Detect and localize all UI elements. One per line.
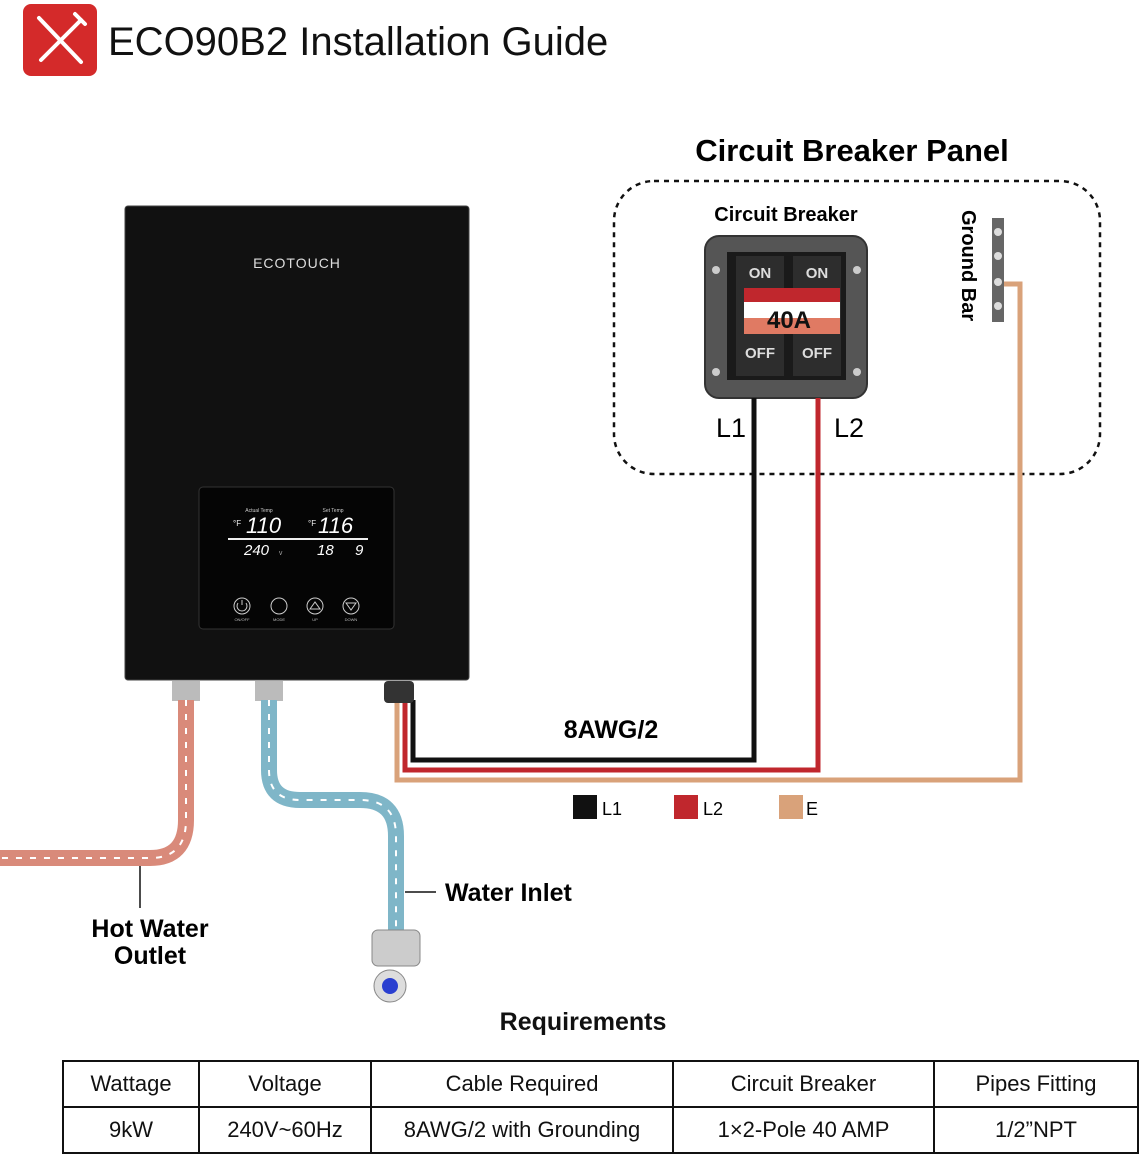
- cold-water-pipe: [261, 700, 404, 930]
- legend-e-swatch: [779, 795, 803, 819]
- brand-logo: ECOTOUCH: [253, 255, 341, 271]
- panel-outline: [612, 179, 1102, 476]
- svg-text:18: 18: [317, 542, 334, 559]
- hot-outlet-label-2: Outlet: [114, 942, 187, 970]
- value-cell: 1/2”NPT: [933, 1106, 1139, 1154]
- legend: L1 L2 E: [573, 795, 818, 819]
- svg-text:ON: ON: [749, 265, 772, 282]
- svg-text:9: 9: [355, 542, 364, 559]
- circuit-breaker: ON ON 40A OFF OFF: [704, 235, 868, 399]
- svg-text:V: V: [279, 551, 283, 557]
- breaker-label: Circuit Breaker: [714, 204, 858, 226]
- value-cell: 9kW: [62, 1106, 200, 1154]
- l2-label: L2: [834, 413, 864, 443]
- up-arrow-icon: [306, 597, 324, 615]
- page-title: ECO90B2 Installation Guide: [108, 20, 609, 64]
- svg-text:Actual Temp: Actual Temp: [245, 508, 273, 514]
- svg-text:ON: ON: [806, 265, 829, 282]
- wires: [394, 281, 1023, 783]
- svg-text:MODE: MODE: [273, 617, 285, 622]
- svg-text:DOWN: DOWN: [345, 617, 358, 622]
- value-cell: 8AWG/2 with Grounding: [370, 1106, 674, 1154]
- svg-text:°F: °F: [308, 519, 316, 528]
- header-cell: Circuit Breaker: [672, 1060, 935, 1108]
- hot-outlet-label: Hot Water: [91, 915, 208, 943]
- ground-bar-label: Ground Bar: [957, 210, 979, 321]
- svg-text:OFF: OFF: [745, 345, 775, 362]
- water-inlet-label: Water Inlet: [445, 879, 573, 907]
- header-cell: Cable Required: [370, 1060, 674, 1108]
- l1-label: L1: [716, 413, 746, 443]
- value-cell: 240V~60Hz: [198, 1106, 372, 1154]
- legend-l1-swatch: [573, 795, 597, 819]
- svg-text:UP: UP: [312, 617, 318, 622]
- set-temp: 116: [318, 513, 354, 538]
- svg-text:°F: °F: [233, 519, 241, 528]
- svg-text:OFF: OFF: [802, 345, 832, 362]
- tools-icon: [23, 4, 97, 76]
- down-arrow-icon: [342, 597, 360, 615]
- fahrenheit-celsius-icon: [270, 597, 288, 615]
- panel-title: Circuit Breaker Panel: [695, 133, 1009, 168]
- header-cell: Wattage: [62, 1060, 200, 1108]
- power-icon: [233, 597, 251, 615]
- svg-text:L1: L1: [602, 799, 622, 819]
- svg-text:240: 240: [243, 542, 270, 559]
- table-header-row: Wattage Voltage Cable Required Circuit B…: [62, 1060, 1139, 1108]
- inlet-valve-icon: [371, 929, 421, 1003]
- breaker-rating: 40A: [767, 307, 811, 334]
- actual-temp: 110: [246, 513, 282, 538]
- table-row: 9kW 240V~60Hz 8AWG/2 with Grounding 1×2-…: [62, 1106, 1139, 1154]
- svg-text:L2: L2: [703, 799, 723, 819]
- svg-text:Set Temp: Set Temp: [322, 508, 343, 514]
- cable-label: 8AWG/2: [564, 716, 658, 744]
- hot-water-pipe: [0, 700, 194, 866]
- header-cell: Voltage: [198, 1060, 372, 1108]
- ground-bar: [992, 218, 1004, 322]
- requirements-title: Requirements: [499, 1008, 667, 1036]
- water-heater: ECOTOUCH Actual Temp Set Temp °F °F 110 …: [124, 205, 470, 703]
- header-cell: Pipes Fitting: [933, 1060, 1139, 1108]
- legend-l2-swatch: [674, 795, 698, 819]
- value-cell: 1×2-Pole 40 AMP: [672, 1106, 935, 1154]
- svg-text:E: E: [806, 799, 818, 819]
- requirements-table: Wattage Voltage Cable Required Circuit B…: [62, 1060, 1139, 1154]
- svg-text:ON/OFF: ON/OFF: [234, 617, 250, 622]
